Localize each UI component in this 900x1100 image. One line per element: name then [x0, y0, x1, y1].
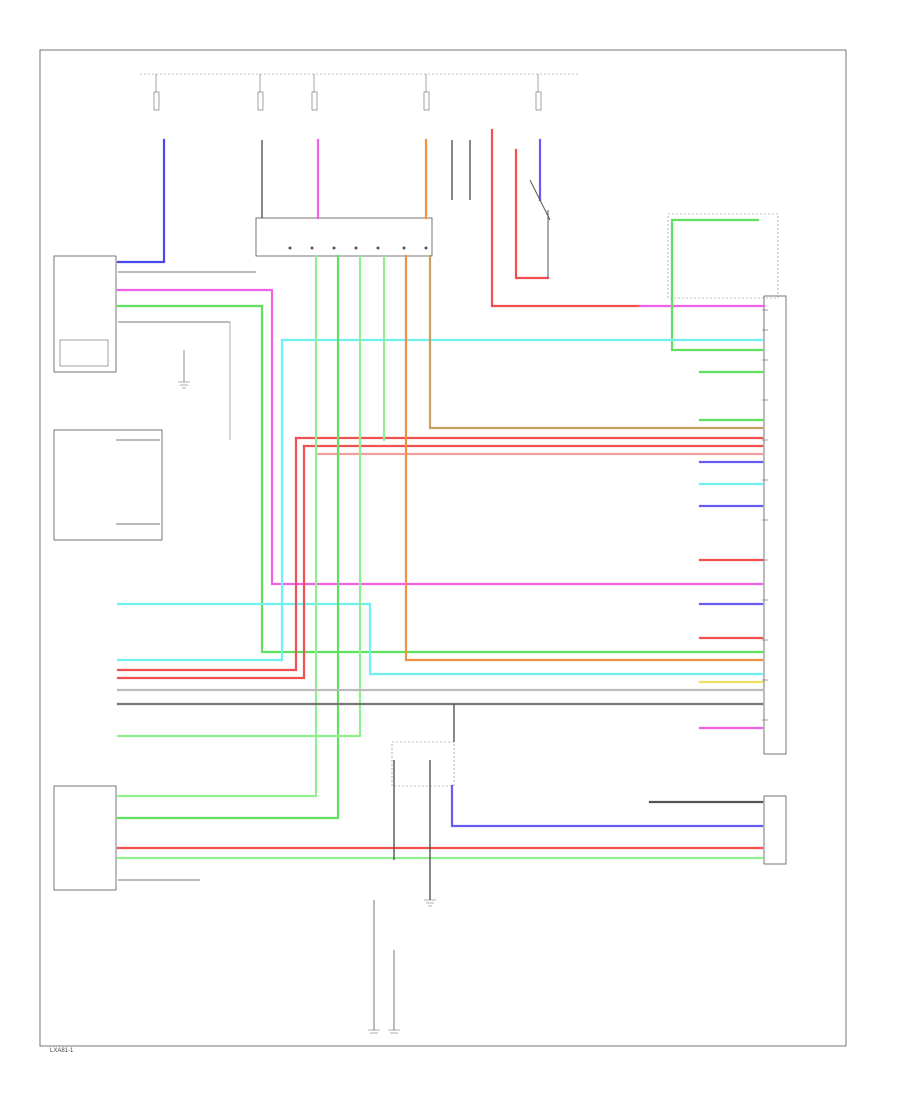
wire-tan: [428, 254, 764, 430]
bottom-right-ecu-box: [763, 795, 787, 865]
wire-green-left: [116, 304, 764, 654]
ground-symbols: [178, 381, 436, 1034]
steering-sensor-box: [53, 785, 117, 891]
wire-red-2: [514, 148, 550, 280]
fuse-group-top: [153, 74, 542, 111]
wire-green-v1: [116, 254, 318, 798]
upper-right-ecu-box: [667, 213, 779, 299]
wire-violet-bottom: [450, 784, 764, 828]
entry-sensor-box: [53, 429, 163, 541]
junction-block: [255, 217, 433, 257]
thin-wires: [116, 140, 551, 1030]
wire-blue-1: [116, 138, 166, 264]
wire-green-v3: [116, 254, 362, 738]
footer-code: LXA81-1: [50, 1048, 74, 1054]
ecu-pin-marks: [762, 309, 768, 721]
junction-pins: [288, 246, 428, 250]
wire-green-ur: [670, 218, 764, 352]
wire-green-v2: [116, 254, 340, 820]
steering-lock-ecu-box: [53, 255, 117, 373]
wire-cyan-left: [116, 338, 284, 662]
wire-orange-2: [404, 254, 764, 662]
wires: [116, 128, 766, 860]
wire-red-v1: [116, 436, 298, 672]
center-switch-box: [391, 741, 455, 787]
wire-red-loop: [490, 128, 642, 308]
wire-red-v2: [116, 444, 306, 680]
wire-cyan-mid: [116, 602, 764, 676]
wire-pink-left: [116, 288, 764, 586]
diagram-frame: [39, 49, 847, 1047]
main-ecu-box: [763, 295, 787, 755]
